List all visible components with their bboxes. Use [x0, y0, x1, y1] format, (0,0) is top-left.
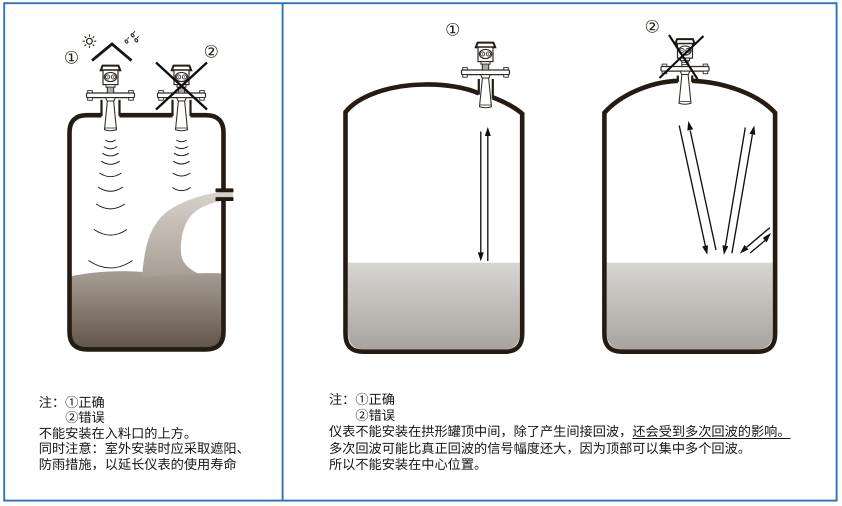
dome-tank-wrong-outline: [602, 78, 778, 354]
radar-sensor-tank-wrong-icon: [660, 38, 710, 106]
mounting-nozzles: [100, 99, 192, 116]
right-panel-diagram: [343, 34, 778, 354]
note-line: 不能安装在入料口的上方。: [39, 426, 250, 442]
right-note-block: 注：①正确 ②错误 仪表不能安装在拱形罐顶中间，除了产生间接回波，还会受到多次回…: [329, 392, 791, 473]
echo-arrows-tank-correct: [477, 127, 491, 262]
nozzle-tank-wrong: [676, 75, 694, 82]
radar-sensor-wrong-icon: [156, 64, 207, 132]
note-text: 多次回波可能比真正回波的信号幅度还大，因为顶部可以集中多个回波。: [329, 440, 751, 456]
rain-drops-icon: [124, 30, 139, 45]
label-correct-left: ①: [63, 48, 80, 68]
note-line: 注：①正确: [329, 392, 791, 408]
note-line: 注：①正确: [39, 395, 250, 411]
note-text: ②错误: [355, 408, 395, 424]
note-text: 同时注意：室外安装时应采取遮阳、: [38, 441, 250, 457]
left-panel-diagram: [67, 30, 234, 352]
note-line: ②错误: [329, 408, 791, 424]
radar-sensor-correct-icon: [85, 64, 136, 132]
note-text: 不能安装在入料口的上方。: [38, 425, 198, 441]
note-line: 防雨措施，以延长仪表的使用寿命: [39, 457, 250, 473]
note-line: 所以不能安装在中心位置。: [329, 457, 791, 473]
label-correct-right: ①: [445, 20, 461, 40]
x-mark-icon-right: [658, 34, 705, 80]
echo-arrows-tank-wrong: [678, 121, 771, 255]
label-wrong-right: ②: [644, 17, 660, 37]
note-text: ②错误: [65, 410, 105, 426]
shade-roof-icon: [91, 42, 133, 62]
dome-tank-correct-outline: [343, 82, 525, 354]
x-mark-icon-left: [155, 61, 208, 111]
left-note-block: 注：①正确 ②错误 不能安装在入料口的上方。 同时注意：室外安装时应采取遮阳、 …: [39, 395, 250, 473]
radar-sensor-tank-correct-icon: [460, 41, 511, 109]
sun-icon: [82, 34, 97, 48]
note-line: 同时注意：室外安装时应采取遮阳、: [39, 441, 250, 457]
note-line: ②错误: [39, 410, 250, 426]
material-stream: [142, 190, 233, 277]
sound-wave-arcs-sensor2: [172, 139, 191, 192]
liquid-fill-tank-wrong: [606, 262, 773, 350]
nozzle-tank-correct: [477, 79, 494, 99]
note-text: 防雨措施，以延长仪表的使用寿命: [38, 456, 237, 472]
material-pool: [69, 271, 224, 350]
liquid-fill-tank-correct: [348, 262, 520, 350]
inlet-pipe-icon: [215, 188, 234, 201]
note-text: 注：①正确: [329, 391, 395, 407]
note-text: 所以不能安装在中心位置。: [329, 456, 488, 472]
note-text-underlined: 还会受到多次回波的影响。: [632, 424, 791, 440]
sound-wave-arcs-sensor1: [88, 139, 133, 269]
label-wrong-left: ②: [203, 42, 219, 62]
note-text: 注：①正确: [38, 394, 105, 410]
note-line: 仪表不能安装在拱形罐顶中间，除了产生间接回波，还会受到多次回波的影响。: [329, 424, 791, 440]
outer-border: [3, 2, 838, 502]
panel-borders: [3, 2, 838, 502]
note-line: 多次回波可能比真正回波的信号幅度还大，因为顶部可以集中多个回波。: [329, 441, 791, 457]
left-tank-outline: [67, 112, 226, 352]
note-text: 仪表不能安装在拱形罐顶中间，除了产生间接回波，: [329, 424, 633, 440]
